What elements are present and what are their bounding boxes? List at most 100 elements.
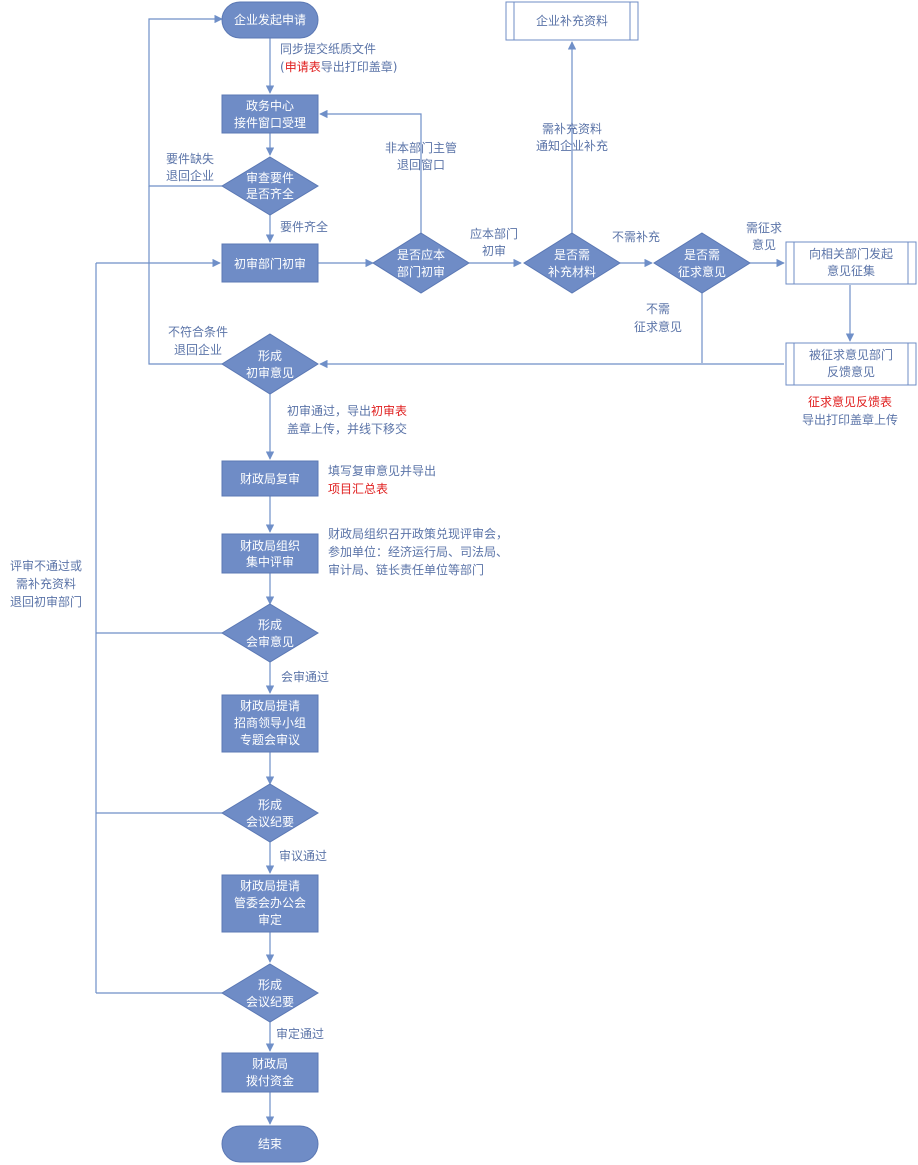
finance-submit-group-label-3: 专题会审议: [240, 732, 300, 747]
need-supplement-label-2: 补充材料: [548, 264, 596, 279]
window-accept-label-2: 接件窗口受理: [234, 115, 306, 130]
should-dept-label-1: 是否应本: [397, 247, 445, 262]
edge-not-this-dept: [319, 109, 422, 233]
label-not-qualified-2: 退回企业: [174, 342, 222, 357]
label-not-this-dept-2: 退回窗口: [397, 158, 445, 172]
label-missing-docs-2: 退回企业: [166, 168, 214, 183]
label-feedback-red: 征求意见反馈表: [808, 394, 892, 409]
label-not-qualified-1: 不符合条件: [168, 324, 228, 339]
finance-submit-group-label-2: 招商领导小组: [234, 715, 306, 730]
label-review-fail-1: 评审不通过或: [10, 558, 82, 573]
label-submit-paper-1: 同步提交纸质文件: [280, 41, 376, 56]
label-this-dept-1: 应本部门: [470, 226, 518, 241]
form-minutes-1-decision[interactable]: 形成 会议纪要: [221, 783, 319, 843]
label-submit-paper-2-open: (: [280, 60, 285, 74]
form-minutes-1-label-1: 形成: [258, 798, 282, 812]
start-consult-label-2: 意见征集: [827, 263, 875, 278]
finance-submit-committee-node[interactable]: 财政局提请 管委会办公会 审定: [221, 874, 319, 933]
form-minutes-1-label-2: 会议纪要: [246, 815, 294, 829]
finance-disburse-label-1: 财政局: [252, 1057, 288, 1071]
finance-submit-committee-label-1: 财政局提请: [240, 878, 300, 893]
edge-missing-return: [148, 14, 223, 187]
need-opinion-label-1: 是否需: [684, 248, 720, 262]
label-joint-review-desc-3: 审计局、链长责任单位等部门: [328, 562, 484, 577]
finance-review-label: 财政局复审: [240, 471, 300, 486]
finance-disburse-label-2: 拨付资金: [246, 1073, 294, 1088]
label-no-consult-2: 征求意见: [634, 319, 682, 334]
finance-submit-group-node[interactable]: 财政局提请 招商领导小组 专题会审议: [221, 694, 319, 753]
finance-disburse-node[interactable]: 财政局 拨付资金: [221, 1052, 319, 1093]
should-dept-label-2: 部门初审: [397, 264, 445, 279]
window-accept-label-1: 政务中心: [246, 98, 294, 113]
label-joint-review-desc-2: 参加单位：经济运行局、司法局、: [328, 544, 508, 559]
finance-submit-committee-label-3: 审定: [258, 912, 282, 927]
form-minutes-2-decision[interactable]: 形成 会议纪要: [221, 963, 319, 1023]
form-initial-opinion-label-2: 初审意见: [246, 365, 294, 380]
label-meeting-pass: 审议通过: [279, 848, 327, 863]
edges: [95, 14, 855, 1125]
label-docs-complete: 要件齐全: [280, 219, 328, 234]
label-need-supplement-notify-1: 需补充资料: [542, 121, 602, 136]
form-minutes-2-label-1: 形成: [258, 978, 282, 992]
company-supplement-node[interactable]: 企业补充资料: [505, 1, 639, 41]
start-consult-node[interactable]: 向相关部门发起 意见征集: [785, 241, 917, 285]
dept-initial-label: 初审部门初审: [234, 256, 306, 271]
label-initial-pass-1: 初审通过，导出初审表: [287, 403, 407, 418]
label-approve-pass: 审定通过: [276, 1026, 324, 1041]
label-joint-pass: 会审通过: [281, 669, 329, 684]
check-docs-decision[interactable]: 审查要件 是否齐全: [221, 156, 319, 216]
form-initial-opinion-decision[interactable]: 形成 初审意见: [221, 333, 319, 395]
should-dept-decision[interactable]: 是否应本 部门初审: [372, 232, 470, 294]
label-need-supplement-notify-2: 通知企业补充: [536, 138, 608, 153]
dept-initial-node[interactable]: 初审部门初审: [221, 243, 319, 283]
label-need-consult-1: 需征求: [746, 221, 782, 235]
check-docs-label-1: 审查要件: [246, 170, 294, 185]
start-consult-label-1: 向相关部门发起: [809, 246, 893, 261]
label-joint-review-desc-1: 财政局组织召开政策兑现评审会，: [328, 526, 508, 541]
form-joint-opinion-label-2: 会审意见: [246, 634, 294, 649]
label-submit-paper-2: (申请表导出打印盖章): [280, 59, 397, 74]
edge-not-qualified: [148, 186, 222, 365]
label-feedback-rest: 导出打印盖章上传: [802, 412, 898, 427]
label-this-dept-2: 初审: [482, 243, 506, 258]
consulted-feedback-node[interactable]: 被征求意见部门 反馈意见: [785, 342, 917, 386]
label-no-supplement: 不需补充: [612, 229, 660, 244]
end-node-label: 结束: [258, 1137, 282, 1151]
label-review-fail-2: 需补充资料: [16, 576, 76, 591]
label-submit-paper-2-red: 申请表: [285, 60, 321, 74]
consulted-feedback-label-1: 被征求意见部门: [809, 347, 893, 362]
need-supplement-decision[interactable]: 是否需 补充材料: [523, 232, 621, 294]
label-no-consult-1: 不需: [646, 302, 670, 316]
label-submit-paper-2-rest: 导出打印盖章): [321, 59, 398, 74]
check-docs-label-2: 是否齐全: [246, 186, 294, 201]
label-initial-pass-2: 盖章上传，并线下移交: [287, 421, 407, 436]
need-opinion-decision[interactable]: 是否需 征求意见: [653, 232, 751, 294]
start-node[interactable]: 企业发起申请: [221, 1, 319, 39]
label-missing-docs-1: 要件缺失: [166, 151, 214, 166]
label-fill-review-1: 填写复审意见并导出: [328, 463, 436, 478]
finance-joint-review-label-1: 财政局组织: [240, 539, 300, 553]
consulted-feedback-label-2: 反馈意见: [827, 364, 875, 379]
finance-review-node[interactable]: 财政局复审: [221, 460, 319, 497]
window-accept-node[interactable]: 政务中心 接件窗口受理: [221, 94, 319, 134]
label-review-fail-3: 退回初审部门: [10, 594, 82, 609]
label-initial-pass-1-red: 初审表: [371, 403, 407, 418]
need-supplement-label-1: 是否需: [554, 248, 590, 262]
end-node[interactable]: 结束: [221, 1125, 319, 1163]
finance-submit-committee-label-2: 管委会办公会: [234, 895, 306, 910]
finance-joint-review-label-2: 集中评审: [246, 554, 294, 569]
company-supplement-label: 企业补充资料: [536, 13, 608, 28]
label-initial-pass-1-text: 初审通过，导出: [287, 403, 371, 418]
label-need-consult-2: 意见: [752, 237, 776, 252]
start-node-label: 企业发起申请: [234, 12, 306, 27]
label-fill-review-red: 项目汇总表: [328, 482, 388, 496]
label-not-this-dept-1: 非本部门主管: [385, 140, 457, 155]
form-initial-opinion-label-1: 形成: [258, 349, 282, 363]
finance-submit-group-label-1: 财政局提请: [240, 698, 300, 713]
finance-joint-review-node[interactable]: 财政局组织 集中评审: [221, 533, 319, 574]
form-joint-opinion-label-1: 形成: [258, 618, 282, 632]
form-minutes-2-label-2: 会议纪要: [246, 995, 294, 1009]
need-opinion-label-2: 征求意见: [678, 264, 726, 279]
form-joint-opinion-decision[interactable]: 形成 会审意见: [221, 603, 319, 663]
